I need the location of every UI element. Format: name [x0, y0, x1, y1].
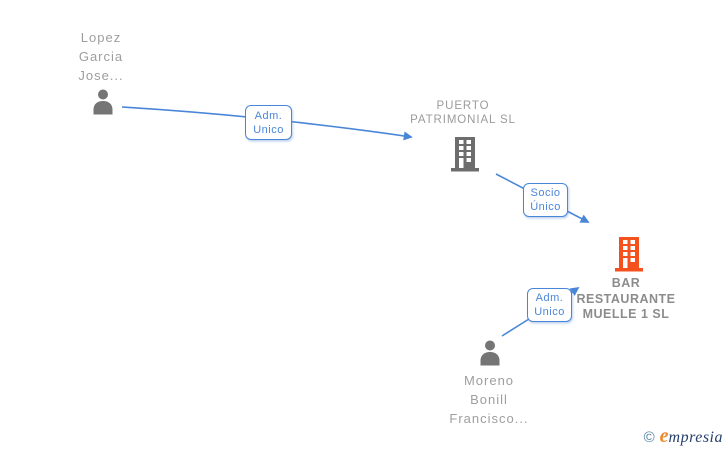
node-label-moreno[interactable]: Moreno Bonill Francisco...: [449, 373, 529, 426]
person-icon[interactable]: [89, 88, 117, 116]
empresia-logo-text: mpresia: [668, 429, 723, 446]
empresia-logo-initial: e: [659, 425, 669, 447]
person-icon[interactable]: [476, 339, 504, 367]
building-icon-gray[interactable]: [449, 136, 481, 172]
edge-label-adm-unico-top: Adm. Unico: [245, 105, 292, 140]
empresia-logo[interactable]: © e mpresia: [644, 425, 723, 448]
building-icon-orange[interactable]: [613, 236, 645, 272]
edge-label-adm-unico-bottom: Adm. Unico: [527, 288, 572, 322]
edge-line-moreno-to-label: [501, 318, 530, 337]
node-label-lopez[interactable]: Lopez Garcia Jose...: [78, 30, 124, 83]
copyright-icon: ©: [643, 429, 655, 446]
node-label-bar[interactable]: BAR RESTAURANTE MUELLE 1 SL: [576, 276, 676, 321]
node-label-puerto[interactable]: PUERTO PATRIMONIAL SL: [410, 100, 516, 126]
edge-label-socio-unico: Socio Único: [523, 183, 568, 217]
